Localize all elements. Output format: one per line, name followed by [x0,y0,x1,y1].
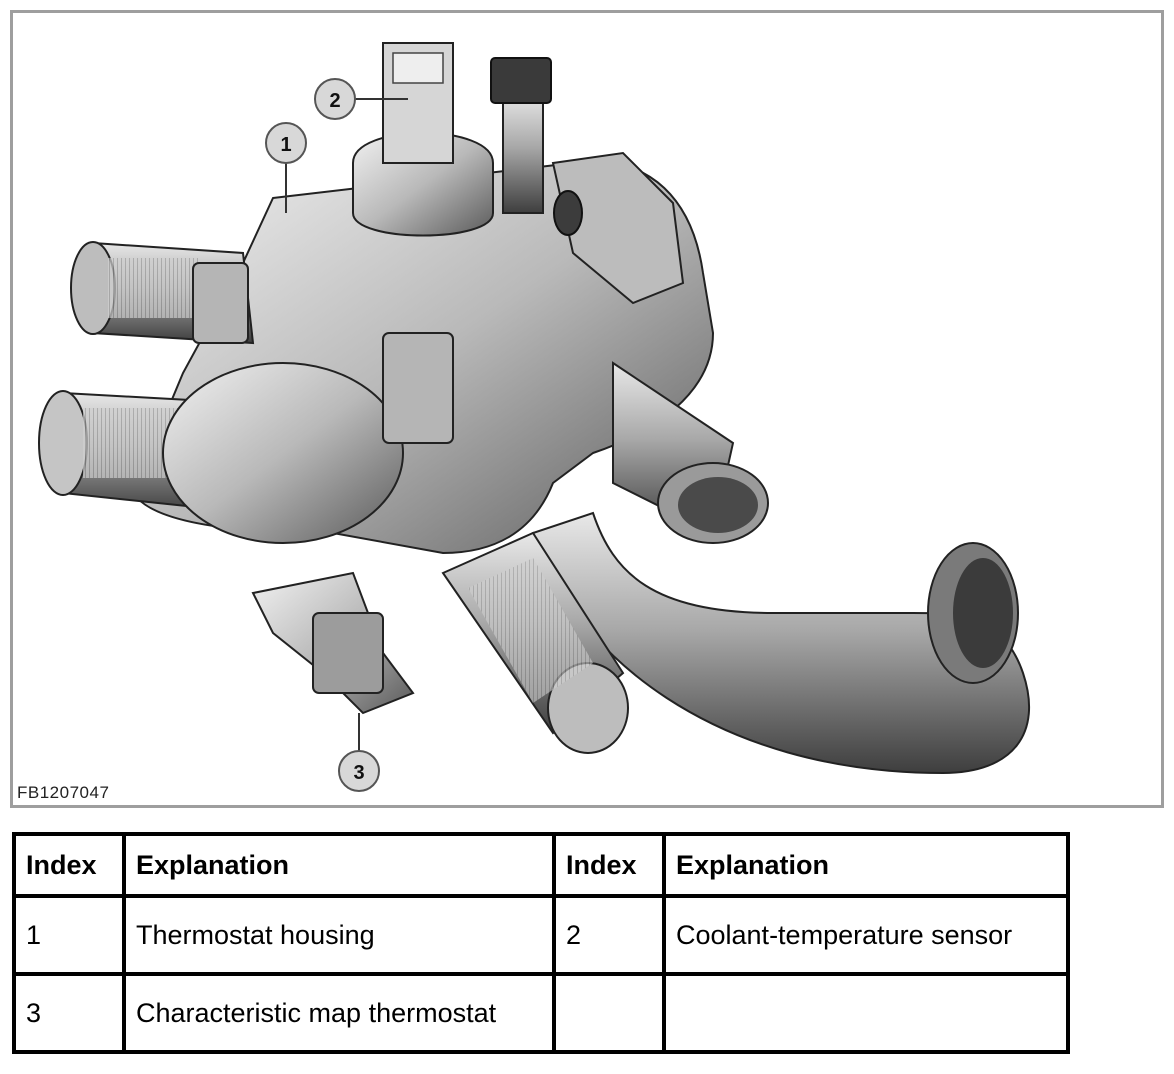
table-row: 3 Characteristic map thermostat [12,972,1070,1054]
header-index-1: Index [12,832,126,898]
legend-header-row: Index Explanation Index Explanation [12,832,1070,898]
mounting-bracket [551,151,685,305]
row2-explanation-1: Characteristic map thermostat [122,972,556,1054]
component-illustration: 1 2 3 FB1207047 [10,10,1164,808]
row1-explanation-2: Coolant-temperature sensor [662,894,1070,976]
callout-3-bubble [338,750,380,792]
thermostat-dome [162,362,404,544]
row2-index-1: 3 [12,972,126,1054]
callout-2-bubble [314,78,356,120]
thermostat-drawing: 1 2 3 [38,42,1031,792]
row1-index-2: 2 [552,894,666,976]
row1-index-1: 1 [12,894,126,976]
header-index-2: Index [552,832,666,898]
callout-1-number: 1 [280,134,291,156]
row2-explanation-2 [662,972,1070,1054]
row2-index-2 [552,972,666,1054]
legend-table: Index Explanation Index Explanation 1 Th… [12,832,1070,1054]
table-row: 1 Thermostat housing 2 Coolant-temperatu… [12,894,1070,976]
header-explanation-1: Explanation [122,832,556,898]
callout-3-number: 3 [353,762,364,784]
vent-tube [502,92,544,214]
figure-id-label: FB1207047 [17,783,110,802]
row1-explanation-1: Thermostat housing [122,894,556,976]
callout-2-number: 2 [329,90,340,112]
callout-1-bubble [265,122,307,164]
outlet-pipe [531,511,1031,775]
header-explanation-2: Explanation [662,832,1070,898]
